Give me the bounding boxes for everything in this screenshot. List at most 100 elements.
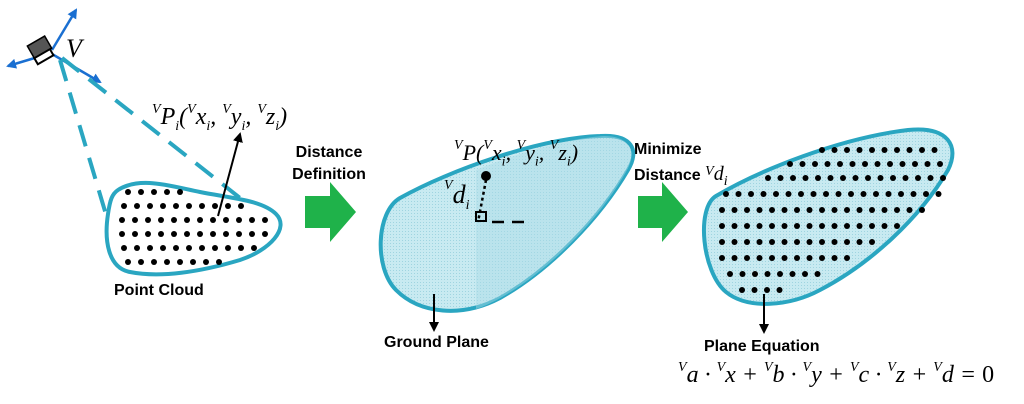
plane-dot <box>719 239 725 245</box>
point-pointer-arrow <box>217 132 243 217</box>
plane-dot <box>873 191 879 197</box>
plane-dot <box>794 239 800 245</box>
plane-dot <box>739 271 746 277</box>
cloud-dot <box>158 217 164 223</box>
cloud-dot <box>119 217 125 223</box>
plane-dot <box>781 223 788 229</box>
plane-dot <box>785 191 792 197</box>
plane-dot <box>890 175 896 181</box>
eq-b: b <box>772 362 785 388</box>
plane-dot <box>787 161 793 167</box>
step2-line2: Distance Vdi <box>634 162 728 194</box>
eq-sup-y: V <box>802 360 812 375</box>
plane-dot <box>760 191 767 197</box>
eq-equals: = <box>959 362 977 388</box>
plane-dot <box>819 223 825 229</box>
cloud-dot <box>223 231 229 237</box>
eq-sup-a: V <box>678 360 687 375</box>
plane-dot <box>765 175 771 181</box>
plane-dot <box>812 161 818 167</box>
cloud-dot <box>132 231 138 237</box>
cloud-dot <box>132 217 138 223</box>
cloud-dot <box>210 217 216 223</box>
plane-dot <box>894 223 900 229</box>
dist-name: d <box>452 180 466 209</box>
plane-dot <box>744 255 750 261</box>
point-name: P <box>160 104 176 130</box>
plane-dot <box>906 147 913 153</box>
eq-a: a <box>686 362 699 388</box>
cloud-dot <box>249 217 255 223</box>
plane-dot <box>898 191 904 197</box>
eq-z: z <box>895 362 906 388</box>
point-cloud-dots <box>119 189 268 265</box>
cloud-dot <box>160 203 166 209</box>
cloud-dot <box>121 245 127 251</box>
dist-sub: i <box>465 198 470 214</box>
cloud-dot <box>225 245 231 251</box>
plane-dot <box>835 191 842 197</box>
cloud-dot <box>225 203 231 209</box>
plane-dot <box>831 239 838 245</box>
plane-dot <box>781 239 788 245</box>
plane-dot <box>902 175 909 181</box>
plane-dot <box>856 239 863 245</box>
plane-dot <box>824 161 831 167</box>
fitted-plane-region <box>702 127 955 306</box>
cloud-dot <box>125 259 131 265</box>
plane-dot <box>831 255 838 261</box>
plane-dot <box>769 255 775 261</box>
cloud-dot <box>216 259 222 265</box>
eq-c: c <box>858 362 870 388</box>
coord-y: y <box>230 104 242 130</box>
step2-dist-name: d <box>713 163 724 185</box>
coord-sup-z: V <box>257 102 266 117</box>
plane-dot <box>719 255 725 261</box>
cloud-dot <box>212 203 218 209</box>
cloud-dot <box>186 245 192 251</box>
step1-line2: Definition <box>292 166 366 183</box>
plane-dot <box>819 207 825 213</box>
plane-dot <box>727 271 733 277</box>
plane-dot <box>744 239 750 245</box>
cloud-dot <box>125 189 131 195</box>
ground-plane-region <box>378 133 636 313</box>
plane-dot <box>799 161 806 167</box>
plane-dot <box>769 223 775 229</box>
cloud-dot <box>223 217 229 223</box>
right-angle-marker <box>475 211 487 222</box>
cloud-dot <box>134 245 140 251</box>
plane-dot <box>731 255 738 261</box>
plane-dot <box>773 191 779 197</box>
coord-sup-x: V <box>187 102 196 117</box>
plane-dot <box>748 191 754 197</box>
plane-dot <box>777 271 783 277</box>
distance-dotted-line <box>476 179 488 223</box>
p2-coord-x: x <box>491 140 502 165</box>
plane-dot <box>937 161 943 167</box>
plane-dot <box>814 271 821 277</box>
cloud-dot <box>249 231 255 237</box>
cloud-dot <box>138 259 144 265</box>
cloud-dot <box>203 259 209 265</box>
eq-sup-d: V <box>933 360 942 375</box>
plane-dot <box>856 207 863 213</box>
plane-dot <box>844 207 850 213</box>
plane-dot <box>935 191 942 197</box>
plane-dot <box>769 207 775 213</box>
plane-dot <box>844 255 850 261</box>
cloud-dot <box>145 217 151 223</box>
plane-dot <box>874 161 881 167</box>
plane-dot <box>881 223 888 229</box>
plane-dot <box>831 207 838 213</box>
view-cone-right <box>60 56 270 222</box>
plane-dot <box>806 207 813 213</box>
plane-dot <box>924 161 931 167</box>
cloud-dot <box>184 217 190 223</box>
cloud-dot <box>171 231 177 237</box>
step1-line1: Distance <box>295 144 363 161</box>
plane-dot <box>865 175 871 181</box>
plane-dot <box>781 255 788 261</box>
point-sub: i <box>175 118 180 134</box>
plane-dot <box>919 207 925 213</box>
